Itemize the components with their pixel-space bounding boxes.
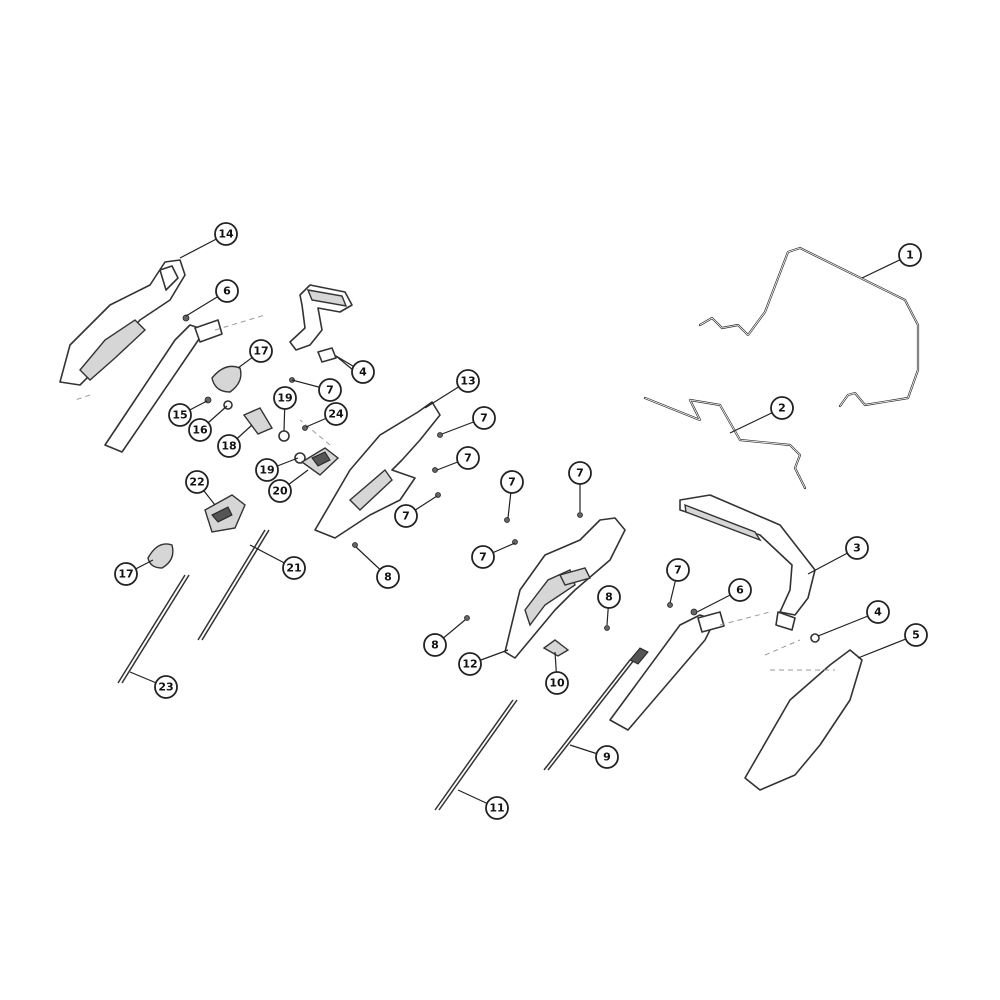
callout-8-right: 8: [597, 585, 621, 609]
part-17-knob-upper: [211, 365, 242, 393]
callout-3: 3: [845, 536, 869, 560]
callout-7-mid-a: 7: [472, 406, 496, 430]
callout-4-right: 4: [866, 600, 890, 624]
callout-20: 20: [268, 479, 292, 503]
callout-7-right-a: 7: [666, 558, 690, 582]
svg-text:15: 15: [172, 409, 187, 422]
svg-text:7: 7: [674, 564, 682, 577]
svg-text:7: 7: [326, 384, 334, 397]
svg-text:19: 19: [277, 392, 292, 405]
svg-text:7: 7: [508, 476, 516, 489]
svg-text:19: 19: [259, 464, 274, 477]
svg-text:7: 7: [479, 551, 487, 564]
part-14-left-handle-cover: [59, 259, 186, 401]
left-handle-tube: [104, 314, 266, 453]
svg-text:11: 11: [489, 802, 504, 815]
small-hardware-left: [204, 396, 308, 464]
svg-text:13: 13: [460, 375, 475, 388]
callout-7-mid-c: 7: [394, 504, 418, 528]
callout-17-lower: 17: [114, 562, 138, 586]
svg-text:6: 6: [223, 285, 231, 298]
part-21-cable: [197, 529, 270, 641]
callout-2: 2: [770, 396, 794, 420]
svg-text:8: 8: [384, 571, 392, 584]
part-5-right-handle-cover: [744, 639, 863, 791]
part-23-cable: [117, 574, 190, 684]
callout-19-lower: 19: [255, 458, 279, 482]
part-2-drive-bail-wire: [643, 396, 807, 490]
callout-6-left: 6: [215, 279, 239, 303]
svg-text:4: 4: [874, 606, 882, 619]
svg-text:3: 3: [853, 542, 861, 555]
callout-5: 5: [904, 623, 928, 647]
svg-text:12: 12: [462, 658, 477, 671]
callout-8-mid: 8: [423, 633, 447, 657]
svg-text:24: 24: [328, 408, 344, 421]
part-17-knob-lower: [147, 543, 174, 569]
svg-text:7: 7: [480, 412, 488, 425]
svg-text:5: 5: [912, 629, 920, 642]
svg-text:14: 14: [218, 228, 234, 241]
callout-18: 18: [217, 434, 241, 458]
callout-7-left: 7: [318, 378, 342, 402]
callout-14: 14: [214, 222, 238, 246]
callout-7-mid-b: 7: [456, 446, 480, 470]
part-12-control-housing: [504, 517, 626, 659]
part-3-upper-handle: [679, 494, 816, 631]
callout-9: 9: [595, 745, 619, 769]
right-handle-tube: [609, 611, 771, 731]
callout-24: 24: [324, 402, 348, 426]
svg-text:17: 17: [253, 345, 268, 358]
svg-text:4: 4: [359, 366, 367, 379]
svg-text:18: 18: [221, 440, 236, 453]
svg-text:10: 10: [549, 677, 565, 690]
svg-text:16: 16: [192, 424, 208, 437]
svg-text:23: 23: [158, 681, 173, 694]
callout-17-upper: 17: [249, 339, 273, 363]
screws-right: [182, 314, 820, 643]
callout-10: 10: [545, 671, 569, 695]
callout-12: 12: [458, 652, 482, 676]
callout-7-right-d: 7: [471, 545, 495, 569]
part-4-knob-left: [317, 347, 354, 371]
svg-text:20: 20: [272, 485, 288, 498]
callout-7-right-b: 7: [500, 470, 524, 494]
svg-text:8: 8: [431, 639, 439, 652]
callout-19-upper: 19: [273, 386, 297, 410]
callout-1: 1: [898, 243, 922, 267]
svg-text:7: 7: [402, 510, 410, 523]
callout-21: 21: [282, 556, 306, 580]
svg-text:17: 17: [118, 568, 133, 581]
svg-text:1: 1: [906, 249, 914, 262]
svg-text:7: 7: [576, 467, 584, 480]
callout-23: 23: [154, 675, 178, 699]
part-1-bail-wire: [698, 246, 920, 408]
svg-text:22: 22: [189, 476, 204, 489]
callout-7-right-c: 7: [568, 461, 592, 485]
svg-text:8: 8: [605, 591, 613, 604]
part-20-clip: [300, 447, 340, 476]
callout-13: 13: [456, 369, 480, 393]
callout-16: 16: [188, 418, 212, 442]
svg-text:6: 6: [736, 584, 744, 597]
part-9-cable: [543, 647, 649, 771]
svg-text:9: 9: [603, 751, 611, 764]
callout-4-left: 4: [351, 360, 375, 384]
part-11-cable: [434, 699, 518, 811]
callout-11: 11: [485, 796, 509, 820]
svg-text:2: 2: [778, 402, 786, 415]
part-13-mounting-plate: [299, 401, 441, 539]
svg-text:21: 21: [286, 562, 301, 575]
part-22-throttle-control: [204, 494, 246, 533]
part-10-bracket: [542, 639, 570, 657]
svg-text:7: 7: [464, 452, 472, 465]
upper-control-lever: [289, 284, 353, 351]
callout-8-left: 8: [376, 565, 400, 589]
callout-15: 15: [168, 403, 192, 427]
callout-6-right: 6: [728, 578, 752, 602]
callout-22: 22: [185, 470, 209, 494]
